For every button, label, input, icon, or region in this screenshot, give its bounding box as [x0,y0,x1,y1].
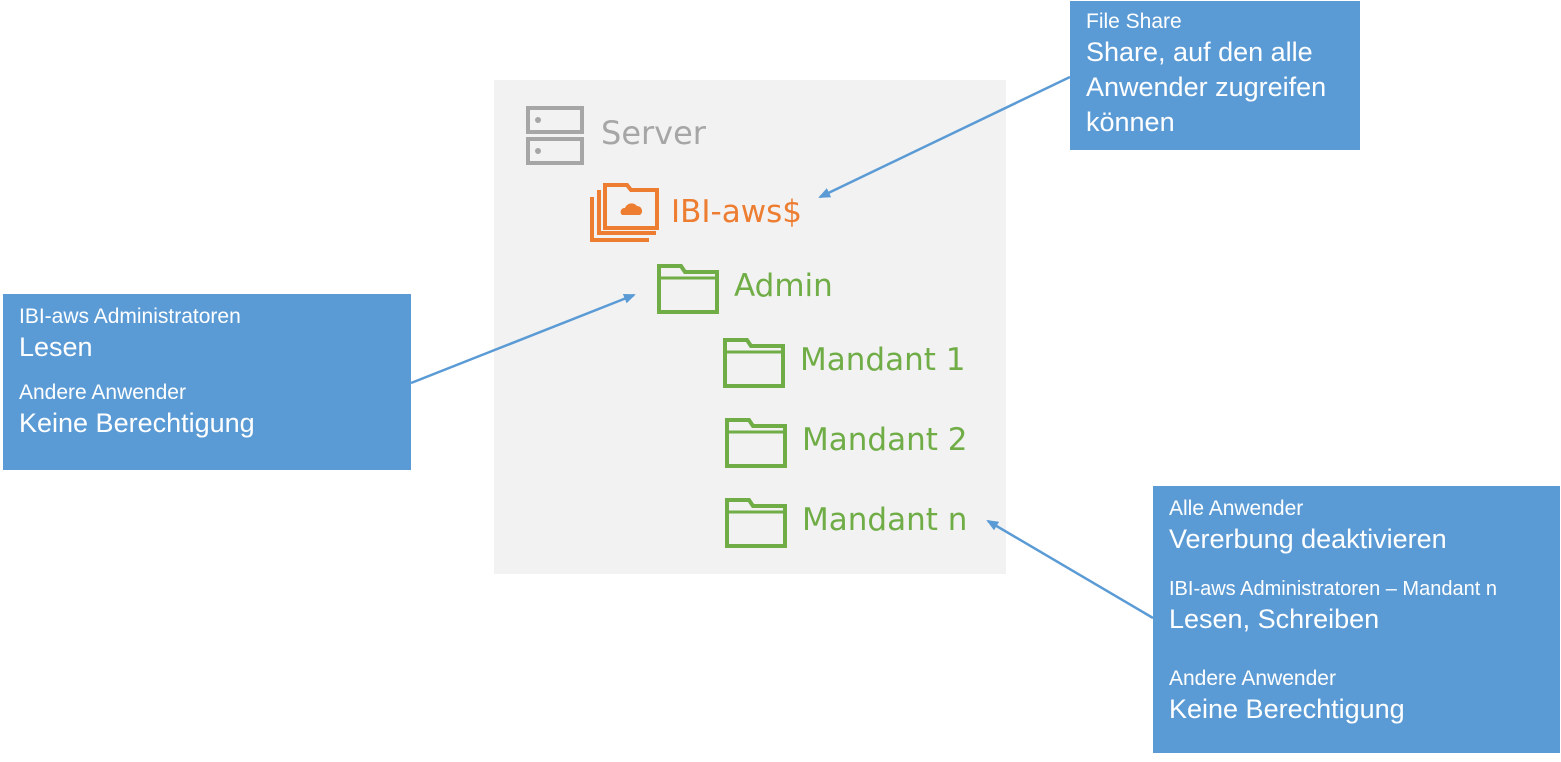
folder-icon [657,264,719,314]
arrow-share [818,75,1071,199]
server-icon [526,106,584,165]
folder-label-mandant-1: Mandant 1 [800,342,966,378]
callout-text: Lesen, Schreiben [1169,604,1380,634]
callout-text: Anwender zugreifen [1086,72,1327,102]
callout-heading: IBI-aws Administratoren – Mandant n [1169,578,1497,600]
callout-heading: File Share [1086,10,1182,33]
folder-label-mandant-2: Mandant 2 [802,422,968,458]
callout-text: Vererbung deaktivieren [1169,524,1447,554]
callout-text: können [1086,107,1175,137]
callout-text: Lesen [19,332,93,362]
folder-label-admin: Admin [734,268,833,304]
callout-text: Keine Berechtigung [1169,694,1405,724]
callout-heading: Andere Anwender [19,381,186,404]
arrow-mandant-n [986,519,1154,620]
folder-label-mandant-n: Mandant n [802,502,968,538]
callout-heading: IBI-aws Administratoren [19,305,241,328]
server-label: Server [601,114,706,152]
callout-text: Share, auf den alle [1086,37,1313,67]
folder-icon [723,338,785,388]
callout-mandant-n-permissions: Alle Anwender Vererbung deaktivieren IBI… [1153,486,1560,753]
arrow-admin [410,293,636,385]
folder-icon [725,418,787,468]
callout-text: Keine Berechtigung [19,408,255,438]
callout-heading: Alle Anwender [1169,497,1304,520]
share-label: IBI-aws$ [671,194,802,230]
cloud-folder-icon [590,183,659,242]
callout-file-share: File Share Share, auf den alle Anwender … [1070,1,1360,150]
callout-heading: Andere Anwender [1169,667,1336,690]
callout-admin-permissions: IBI-aws Administratoren Lesen Andere Anw… [3,294,411,470]
folder-icon [725,498,787,548]
